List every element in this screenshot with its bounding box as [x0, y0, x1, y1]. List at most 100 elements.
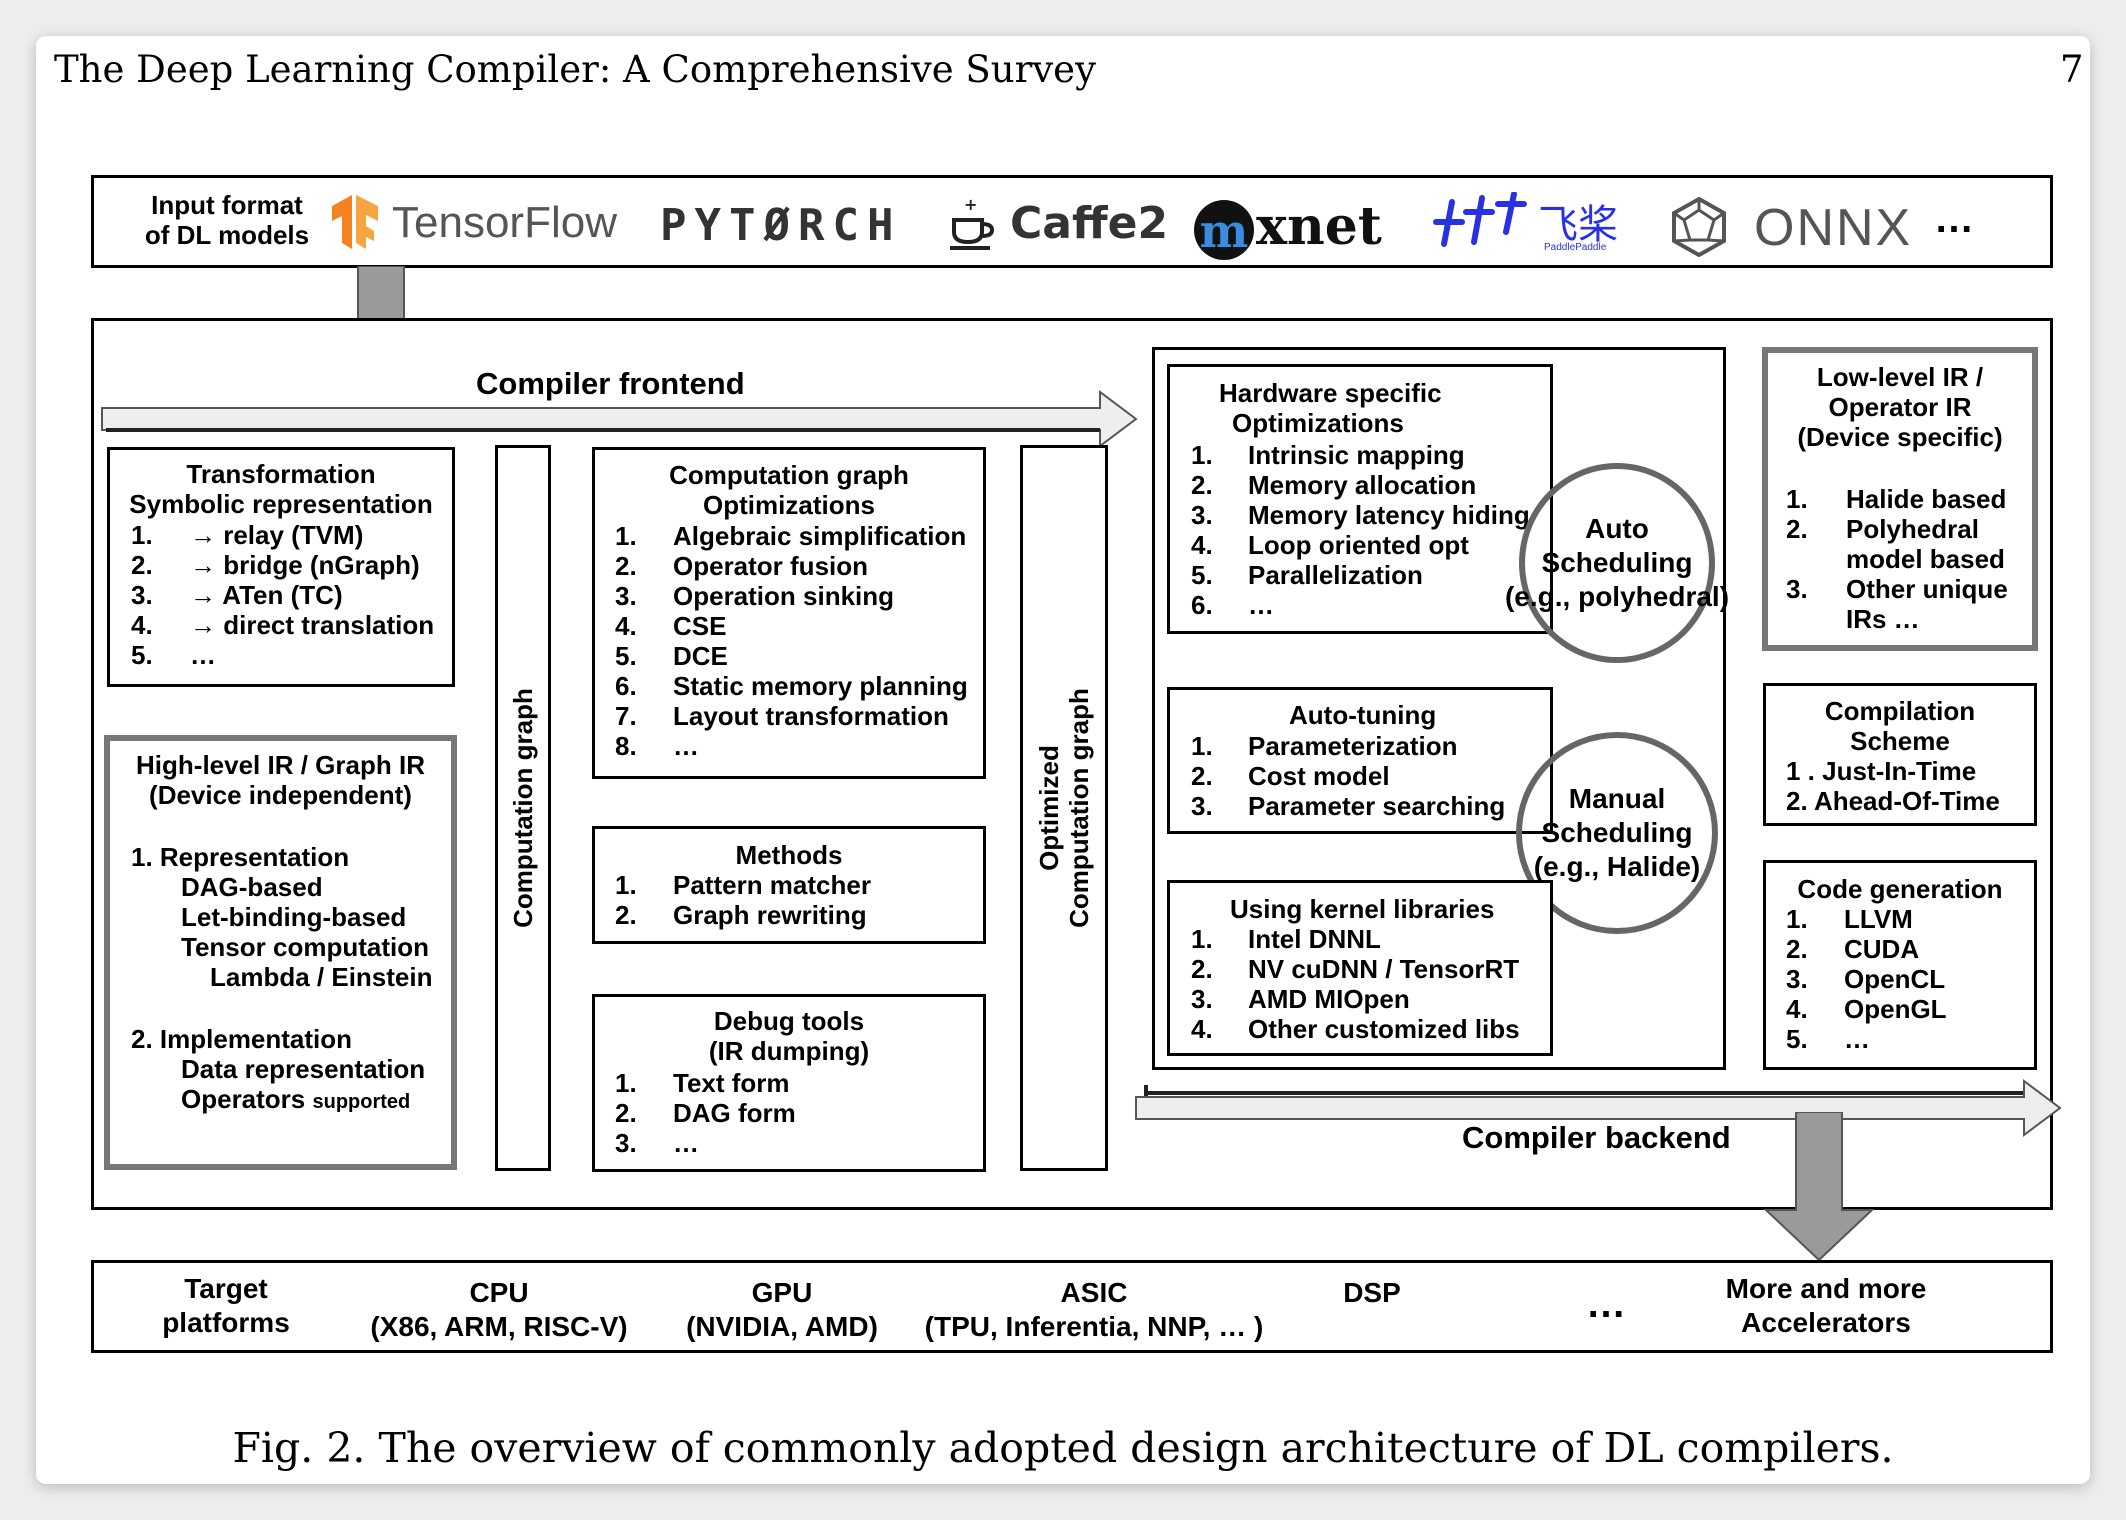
list-num: 8. — [615, 731, 637, 761]
target-cpu: CPU (X86, ARM, RISC-V) — [370, 1277, 628, 1342]
implementation-heading: 2. Implementation — [131, 1024, 353, 1054]
list-num: 3. — [1786, 964, 1808, 994]
list-num: 2. — [615, 551, 637, 581]
graph-optimizations-box — [592, 447, 986, 779]
list-item: → bridge (nGraph) — [190, 550, 420, 580]
hardware-optimizations-title2: Optimizations — [1232, 408, 1404, 438]
frontend-arrow — [101, 390, 1138, 448]
list-item: Intrinsic mapping — [1248, 440, 1465, 470]
list-item: Operator fusion — [673, 551, 869, 581]
list-num: 4. — [131, 610, 153, 640]
list-num: 2. — [615, 1098, 637, 1128]
list-num: 4. — [615, 611, 637, 641]
onnx-icon — [1672, 196, 1726, 258]
list-num: 5. — [615, 641, 637, 671]
optimized-graph-label: Optimized Computation graph — [1034, 688, 1094, 928]
list-item: → direct translation — [190, 610, 435, 640]
list-item: → ATen (TC) — [190, 580, 343, 610]
list-num: 3. — [1191, 500, 1213, 530]
list-item: Other unique — [1846, 574, 2008, 604]
list-num: 4. — [1786, 994, 1808, 1024]
low-level-ir-box — [1762, 347, 2038, 651]
pytorch-wordmark: PYTØRCH — [660, 200, 902, 251]
auto-tuning-title: Auto-tuning — [1289, 700, 1437, 730]
kernel-libraries-title: Using kernel libraries — [1230, 894, 1495, 924]
list-item: Halide based — [1846, 484, 2007, 514]
page-number: 7 — [2060, 48, 2084, 91]
list-num: 3. — [1191, 984, 1213, 1014]
list-item: Parameterization — [1248, 731, 1458, 761]
list-num: 1. — [1191, 440, 1213, 470]
code-generation-title: Code generation — [1797, 874, 2003, 904]
compiler-backend-label: Compiler backend — [1462, 1120, 1731, 1155]
target-accelerators: More and more Accelerators — [1725, 1273, 1927, 1338]
list-item: Layout transformation — [673, 701, 949, 731]
list-num: 1. — [615, 1068, 637, 1098]
list-num: 3. — [615, 581, 637, 611]
list-num: 1. — [1786, 904, 1808, 934]
input-format-label: Input format of DL models — [144, 190, 310, 250]
debug-tools-title: Debug tools (IR dumping) — [708, 1006, 870, 1066]
tensorflow-wordmark: TensorFlow — [392, 198, 617, 247]
high-level-ir-title: High-level IR / Graph IR (Device indepen… — [136, 750, 425, 810]
paddle-chinese-name: 飞桨 — [1538, 202, 1618, 248]
list-num: 2. — [1191, 470, 1213, 500]
list-item: CUDA — [1844, 934, 1920, 964]
target-dsp: DSP — [1343, 1277, 1401, 1308]
list-item: … — [190, 640, 216, 670]
computation-graph-bar — [495, 445, 551, 1171]
list-num: 1. — [615, 521, 637, 551]
list-item: model based — [1846, 544, 2005, 574]
compilation-scheme-title: Compilation Scheme — [1824, 696, 1976, 756]
mxnet-wordmark: xnet — [1256, 196, 1382, 257]
list-num: 5. — [1191, 560, 1213, 590]
backend-down-arrow — [1764, 1112, 1874, 1262]
list-item: Operators supported — [181, 1084, 411, 1114]
list-num: 2. — [615, 900, 637, 930]
list-item: Loop oriented opt — [1248, 530, 1469, 560]
list-item: … — [673, 1128, 699, 1158]
manual-scheduling-label: Manual Scheduling (e.g., Halide) — [1533, 783, 1701, 882]
list-item: … — [673, 731, 699, 761]
list-item: Parameter searching — [1248, 791, 1506, 821]
list-item: Memory latency hiding — [1248, 500, 1530, 530]
methods-box — [592, 826, 986, 944]
list-num: 1. — [1786, 484, 1808, 514]
target-platforms-box — [91, 1260, 2053, 1353]
transformation-box — [107, 447, 455, 687]
transformation-title: Transformation Symbolic representation — [129, 459, 433, 519]
list-num: 1. — [615, 870, 637, 900]
optimized-graph-bar — [1020, 445, 1108, 1171]
list-item: 1 . Just-In-Time — [1786, 756, 1977, 786]
low-level-ir-title: Low-level IR / Operator IR (Device speci… — [1797, 362, 2003, 452]
list-item: Pattern matcher — [673, 870, 871, 900]
list-item: OpenCL — [1844, 964, 1946, 994]
compilation-scheme-box — [1763, 683, 2037, 826]
list-item: DAG-based — [181, 872, 323, 902]
figure-caption: Fig. 2. The overview of commonly adopted… — [232, 1424, 1894, 1472]
target-platforms-label: Target platforms — [162, 1273, 290, 1338]
debug-tools-box — [592, 994, 986, 1172]
list-item: OpenGL — [1844, 994, 1947, 1024]
list-num: 2. — [131, 550, 153, 580]
list-item: … — [1248, 590, 1274, 620]
list-num: 1. — [131, 520, 153, 550]
list-item: Lambda / Einstein — [210, 962, 433, 992]
list-item: … — [1844, 1024, 1870, 1054]
list-num: 6. — [615, 671, 637, 701]
list-item: Text form — [673, 1068, 790, 1098]
list-item: DAG form — [673, 1098, 796, 1128]
more-frameworks-ellipsis: … — [1934, 197, 1974, 241]
list-item: Parallelization — [1248, 560, 1423, 590]
list-num: 3. — [1191, 791, 1213, 821]
target-asic: ASIC (TPU, Inferentia, NNP, … ) — [924, 1277, 1264, 1342]
mxnet-circle-m: m — [1194, 200, 1254, 260]
list-item: AMD MIOpen — [1248, 984, 1410, 1014]
list-item: Polyhedral — [1846, 514, 1979, 544]
list-item: Cost model — [1248, 761, 1390, 791]
list-num: 2. — [1191, 954, 1213, 984]
auto-scheduling-circle — [1519, 463, 1715, 663]
running-header-title: The Deep Learning Compiler: A Comprehens… — [54, 48, 1096, 91]
list-num: 2. — [1191, 761, 1213, 791]
list-num: 3. — [1786, 574, 1808, 604]
